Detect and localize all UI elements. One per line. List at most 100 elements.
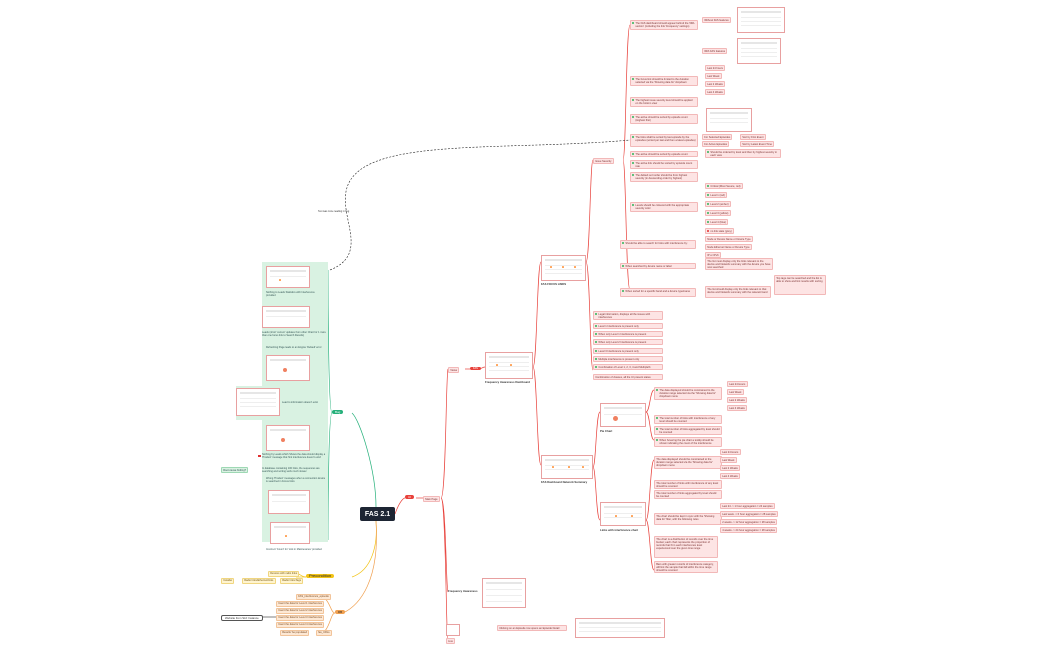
- top-node[interactable]: The focus link should be limited to the …: [630, 76, 698, 86]
- live-node[interactable]: Live: [446, 638, 456, 645]
- links-rule[interactable]: 2 weeks -> 12 hour aggregation = 28 samp…: [720, 519, 778, 526]
- top-node[interactable]: Should be able to search for links with …: [620, 240, 696, 249]
- precondition-item[interactable]: Radio links flags: [280, 578, 304, 584]
- main-page-node[interactable]: Main Page: [423, 496, 440, 503]
- db-branch-tag[interactable]: DB: [335, 610, 346, 614]
- search-option[interactable]: Node or Device Name or Device Type: [705, 236, 753, 243]
- links-note[interactable]: Bars with greater records of interferenc…: [654, 561, 718, 573]
- sort-label[interactable]: For Active Episodes: [702, 141, 730, 148]
- focus-links-label: FAS FOCUS LINKS: [541, 282, 567, 286]
- pie-node[interactable]: When hovering the pie chart a tooltip sh…: [654, 437, 722, 447]
- links-period[interactable]: Last 2 Weeks: [720, 465, 741, 472]
- live-label: Live: [448, 639, 453, 643]
- links-rule[interactable]: 4 weeks -> 24 hour aggregation = 28 samp…: [720, 527, 778, 534]
- links-node[interactable]: The chart should be kept in sync with th…: [654, 513, 722, 525]
- bug-branch-tag[interactable]: Bug: [332, 410, 344, 414]
- db-item[interactable]: Insert the data for Level 1 interference: [276, 601, 325, 607]
- sort-label[interactable]: For Selected Episodes: [702, 134, 733, 141]
- ui-branch-tag[interactable]: UI: [405, 495, 414, 499]
- bug-flag-icon: [258, 455, 261, 458]
- precondition-top[interactable]: Devices with radio links: [268, 571, 300, 577]
- issue-severity-label[interactable]: Issue Severity: [593, 158, 614, 165]
- top-node[interactable]: When searched by device name or label: [620, 263, 696, 269]
- links-node[interactable]: The data displayed should be constrained…: [654, 456, 722, 469]
- fas-tag[interactable]: FAS: [470, 367, 481, 371]
- precondition-item[interactable]: Installer: [221, 578, 235, 584]
- search-option[interactable]: Node Ethernet Name or Device Type: [705, 244, 752, 251]
- top-node[interactable]: The highest issue severity level should …: [630, 97, 698, 107]
- pie-period[interactable]: Last 2 Weeks: [727, 397, 748, 404]
- links-rule[interactable]: Last week -> 6 hour aggregation = 28 sam…: [720, 511, 778, 518]
- pie-chart-label: Pie Chart: [600, 429, 613, 433]
- search-option[interactable]: IP or IPv6: [705, 252, 721, 259]
- bug-note: Nothing by Leads which Shows the data sh…: [262, 453, 326, 459]
- db-extra[interactable]: fas_URLs: [316, 630, 332, 636]
- pie-period[interactable]: Last 24 Hours: [727, 381, 748, 388]
- focus-node[interactable]: Combination of Level 1, 2, 3, 4 and Mult…: [593, 364, 663, 370]
- severity-level[interactable]: no link state (grey): [705, 228, 734, 235]
- db-item[interactable]: FAS_interference_episode: [296, 594, 331, 600]
- period-label[interactable]: Last Week: [705, 73, 722, 80]
- severity-order-note[interactable]: Should be ordered by level and then by h…: [705, 149, 781, 158]
- period-label[interactable]: Last 24 hours: [705, 65, 726, 72]
- pie-node[interactable]: The data displayed should be constrained…: [654, 387, 722, 400]
- pie-node[interactable]: The total number of links aggregated by …: [654, 426, 722, 435]
- sort-label[interactable]: Sort by Latest Event Time: [740, 141, 775, 148]
- live-thumbnail: [446, 624, 460, 636]
- db-side-box[interactable]: Website from SLF Instance: [221, 615, 263, 621]
- period-label[interactable]: Last 4 Weeks: [705, 89, 726, 96]
- top-node[interactable]: The FAS dashboard should appear behind t…: [630, 20, 698, 30]
- focus-node[interactable]: Legal information, displays all the issu…: [593, 311, 663, 320]
- links-node[interactable]: The total number of links aggregated by …: [654, 490, 722, 499]
- db-item[interactable]: Insert the data for Level 2 interference: [276, 608, 325, 614]
- with-fas-label[interactable]: With FAS features: [702, 48, 728, 55]
- frequency-awareness-thumbnail: [482, 578, 526, 608]
- db-item[interactable]: Results' be populated: [280, 630, 310, 636]
- severity-level[interactable]: Level 1 (red): [705, 192, 728, 199]
- db-item[interactable]: Insert the data for Level 4 interference: [276, 622, 325, 628]
- top-node[interactable]: When sorted for a specific band and a de…: [620, 288, 696, 297]
- links-rule[interactable]: Last 24 -> 1 hour aggregation = 24 sampl…: [720, 503, 775, 510]
- precondition-branch-tag[interactable]: Precondition: [306, 574, 335, 578]
- top-node[interactable]: Levels should be coloured with the appro…: [630, 202, 698, 212]
- pie-node[interactable]: The total number of links with interfere…: [654, 415, 722, 424]
- pie-period[interactable]: Last Week: [727, 389, 744, 396]
- focus-node[interactable]: Level 1 Interference is present only: [593, 323, 663, 329]
- live-episode-note[interactable]: Clicking on an Episode row opens an Epis…: [497, 625, 567, 632]
- root-node[interactable]: FAS 2.1: [360, 507, 395, 521]
- focus-node[interactable]: Level 3 Interference is present only: [593, 348, 663, 354]
- db-item[interactable]: Insert the data for Level 3 interference: [276, 615, 325, 621]
- without-fas-label[interactable]: Without FAS features: [702, 17, 731, 24]
- links-note[interactable]: The chart is a distribution of records o…: [654, 536, 718, 558]
- severity-level[interactable]: Level 3 (yellow): [705, 210, 731, 217]
- severity-level[interactable]: Level 2 (amber): [705, 201, 731, 208]
- pie-period[interactable]: Last 4 Weeks: [727, 405, 748, 412]
- severity-level[interactable]: Level 4 (blue): [705, 219, 729, 226]
- links-period[interactable]: Last 24 Hours: [720, 449, 741, 456]
- focus-node[interactable]: Multiple interference is present only: [593, 356, 663, 362]
- focus-node[interactable]: When only Level 1 Interference is presen…: [593, 331, 663, 337]
- focus-footer[interactable]: Combination of classes, all the UI prese…: [593, 374, 663, 381]
- band-extra-note[interactable]: Top tags can be searched and the list is…: [774, 275, 826, 295]
- search-result-note[interactable]: The list must display only the links rel…: [705, 258, 773, 270]
- focus-node[interactable]: When only Level 2 Interference is presen…: [593, 339, 663, 345]
- sort-label[interactable]: Sort by First Event: [740, 134, 766, 141]
- main-page-label: Main Page: [425, 497, 438, 501]
- links-period[interactable]: Last Week: [720, 457, 737, 464]
- top-node[interactable]: The default sort order should be from hi…: [630, 172, 698, 182]
- links-node[interactable]: The total number of links with interfere…: [654, 480, 722, 489]
- top-node[interactable]: The active should be sorted by episode c…: [630, 151, 698, 157]
- top-node[interactable]: The active should be sorted by episode c…: [630, 114, 698, 124]
- band-result-note[interactable]: The list should display only the links r…: [705, 286, 771, 298]
- links-period[interactable]: Last 4 Weeks: [720, 473, 741, 480]
- bug-note: Lead to information doesn't exist: [282, 401, 326, 404]
- views-node[interactable]: Views: [448, 367, 460, 374]
- top-node[interactable]: The links shall be sorted by last episod…: [630, 134, 698, 147]
- root-cause-tag[interactable]: Root cause finding?: [221, 467, 249, 474]
- severity-level[interactable]: Critical (Most Severe, red): [705, 183, 743, 190]
- precondition-item[interactable]: Radio links/Ethernet/links: [242, 578, 276, 584]
- pie-chart-thumbnail: [600, 403, 646, 427]
- period-label[interactable]: Last 2 Weeks: [705, 81, 726, 88]
- top-node[interactable]: The active link should be sorted by epis…: [630, 160, 698, 169]
